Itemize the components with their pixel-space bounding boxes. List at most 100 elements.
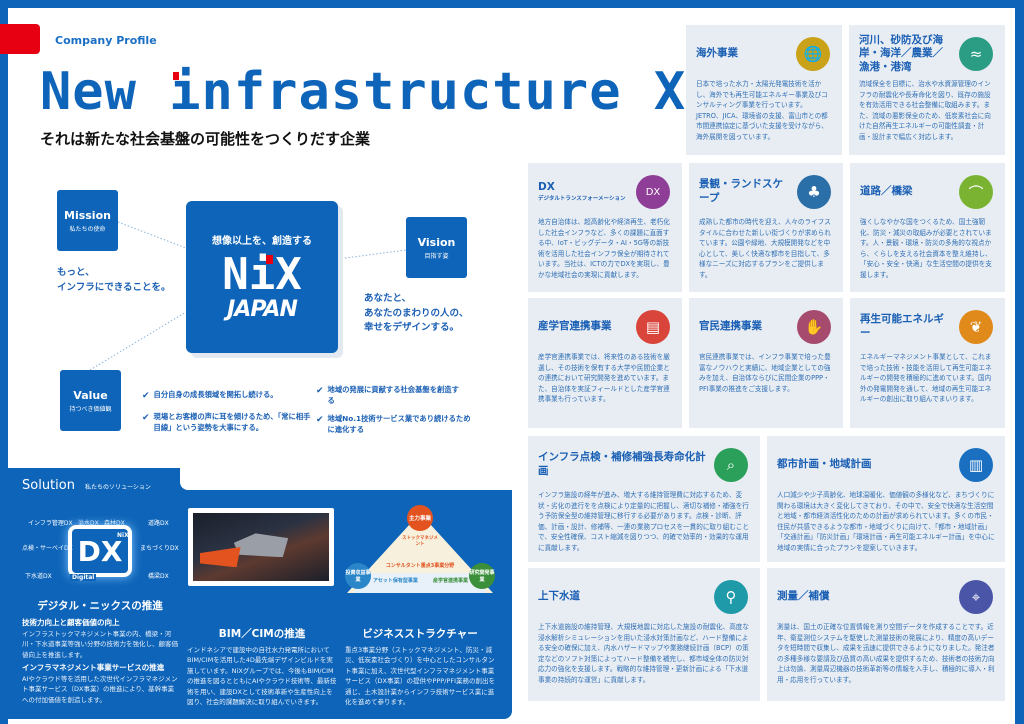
bim-heading: BIM／CIMの推進 — [218, 628, 306, 640]
card-title-text: インフラ点検・補修補強長寿命化計画 — [538, 451, 706, 477]
card-body: 流域保全を目標に、治水や水資源管理のインフラの耐震化や長寿命化を図り、既存の施設… — [859, 80, 991, 141]
pyramid-right-circle: 研究開発事業 — [469, 563, 495, 589]
card-title: 官民連携事業 — [699, 308, 833, 346]
business-card: 官民連携事業 ✋ 官民連携事業では、インフラ事業で培った豊富なノウハウと実績に、… — [689, 298, 843, 428]
card-body: 成熟した都市の時代を迎え、人々のライフスタイルに合わせた新しい街づくりが求められ… — [699, 218, 831, 279]
dx-heading: デジタル・ニックスの推進 — [37, 600, 163, 612]
card-title: 道路／橋梁 — [860, 173, 995, 211]
tree-icon: ♣ — [797, 175, 831, 209]
card-title: 産学官連携事業 — [538, 308, 672, 346]
card-title-text: 河川、砂防及び海岸・海洋／農業／漁港・港湾 — [859, 33, 943, 73]
card-body: エネルギーマネジメント事業として、これまで培った技術・技能を活用して再生可能エネ… — [860, 353, 992, 404]
kicker: Company Profile — [55, 34, 157, 47]
card-title: 景観・ランドスケープ — [699, 173, 833, 211]
mission-line: インフラにできることを。 — [57, 281, 171, 293]
business-card: インフラ点検・補修補強長寿命化計画 ⌕ インフラ施設の経年が進み、増大する維持管… — [528, 436, 760, 562]
mission-line: もっと、 — [57, 267, 95, 278]
business-card: 測量／補償 ⌖ 測量は、国土の正確な位置情報を測り空間データを作成することです。… — [767, 568, 1005, 701]
business-card: 景観・ランドスケープ ♣ 成熟した都市の時代を迎え、人々のライフスタイルに合わせ… — [689, 163, 843, 292]
card-title-text: 再生可能エネルギー — [860, 313, 944, 339]
card-body: 強くしなやかな国をつくるため、国土強靭化、防災・減災の取組みが必要とされています… — [860, 218, 992, 279]
dx-subheading: 技術力向上と顧客価値の向上 — [22, 618, 120, 627]
bim-3d-model-image — [193, 513, 329, 581]
card-title-text: 上下水道 — [538, 590, 580, 603]
river-icon: ≈ — [959, 37, 993, 71]
mission-label: Mission — [64, 208, 111, 222]
red-tab — [0, 24, 40, 54]
business-card: 上下水道 ⚲ 上下水道施設の維持管理、大規模地震に対応した施設の耐震化、高度な浸… — [528, 568, 760, 701]
dx-label: 治水DX — [78, 520, 99, 527]
bim-body: インドネシアで建設中の自社水力発電所においてBIM/CIMを活用した4D最先端デ… — [187, 646, 337, 706]
check-icon: ✔ — [316, 386, 324, 396]
logo-name: NiX — [222, 249, 302, 300]
check-icon: ✔ — [142, 413, 150, 423]
dx-digital-label: Digital — [70, 574, 97, 581]
connector-lines — [89, 221, 407, 371]
business-card: 都市計画・地域計画 ▥ 人口減少や少子高齢化、地球温暖化、価値観の多様化など、ま… — [767, 436, 1005, 562]
value-item: ✔自分自身の成長領域を開拓し続ける。 — [142, 390, 307, 404]
pyramid-bottom-left: アセット保有型事業 — [373, 578, 418, 584]
logo-tagline: 想像以上を、創造する — [212, 236, 312, 247]
frame-top — [0, 0, 1024, 8]
value-text: 地域No.1技術サービス業であり続けるために進化する — [327, 414, 471, 434]
business-card: 道路／橋梁 ⌒ 強くしなやかな国をつくるため、国土強靭化、防災・減災の取組みが必… — [850, 163, 1005, 292]
value-sublabel: 持つべき価値観 — [69, 405, 112, 413]
card-title: 都市計画・地域計画 — [777, 446, 995, 484]
dx-label: 点検・サーベイDX — [22, 545, 73, 552]
value-item: ✔現場とお客様の声に耳を傾けるため、「常に相手目線」という姿勢を大事にする。 — [142, 412, 312, 434]
dx-subheading: インフラマネジメント事業サービスの推進 — [22, 663, 165, 672]
dx-label: 橋梁DX — [148, 573, 169, 580]
card-body: 測量は、国土の正確な位置情報を測り空間データを作成することです。近年、衛星測位シ… — [777, 623, 995, 684]
value-text: 自分自身の成長領域を開拓し続ける。 — [153, 390, 278, 399]
card-body: 上下水道施設の維持管理、大規模地震に対応した施設の耐震化、高度な浸水解析シミュレ… — [538, 623, 749, 684]
check-icon: ✔ — [316, 415, 324, 425]
frame-right — [1015, 8, 1024, 724]
logo-japan: JAPAN — [227, 297, 298, 322]
pyramid-shape — [347, 513, 493, 593]
nix-logo-box: 想像以上を、創造する NiX JAPAN — [186, 201, 338, 353]
business-card: 産学官連携事業 ▤ 産学官連携事業では、将来性のある技術を厳選し、その技術を保有… — [528, 298, 682, 428]
value-text: 現場とお客様の声に耳を傾けるため、「常に相手目線」という姿勢を大事にする。 — [153, 412, 311, 432]
dx-label: 下水道DX — [25, 573, 52, 580]
card-title-text: 道路／橋梁 — [860, 185, 913, 198]
card-title-text: 都市計画・地域計画 — [777, 458, 872, 471]
business-card: 海外事業 🌐 日本で培った水力・太陽光発電技術を活かし、海外でも再生可能エネルギ… — [686, 25, 842, 155]
faucet-icon: ⚲ — [714, 580, 748, 614]
solution-notch — [180, 468, 520, 490]
dx-center: DX — [77, 534, 123, 568]
card-body: 地方自治体は、超高齢化や経済再生、老朽化した社会インフラなど、多くの課題に直面す… — [538, 218, 670, 279]
dx-icon: DX — [636, 175, 670, 209]
inspection-icon: ⌕ — [714, 448, 748, 482]
handshake-icon: ✋ — [797, 310, 831, 344]
dx-label: 道路DX — [148, 520, 169, 527]
title-text: New infrastructure X — [40, 62, 687, 122]
sprout-icon: ❦ — [959, 310, 993, 344]
dx-digital-graphic: DX — [68, 525, 132, 577]
vision-line: 幸せをデザインする。 — [364, 322, 460, 334]
value-item: ✔地域No.1技術サービス業であり続けるために進化する — [316, 414, 471, 436]
dx-label: まちづくりDX — [140, 545, 179, 552]
solution-title: Solution — [22, 478, 75, 493]
pyramid-stock: ストックマネジメント — [402, 536, 438, 547]
dx-label: 森林DX — [104, 520, 125, 527]
dx-label: インフラ管理DX — [28, 520, 73, 527]
business-structure-diagram: 主力事業 投資収益事業 研究開発事業 ストックマネジメント コンサルタント重点3… — [345, 505, 495, 595]
card-title: インフラ点検・補修補強長寿命化計画 — [538, 446, 750, 484]
card-title: 測量／補償 — [777, 578, 995, 616]
card-body: 人口減少や少子高齢化、地球温暖化、価値観の多様化など、まちづくりに関わる環境は大… — [777, 491, 995, 552]
business-card: 再生可能エネルギー ❦ エネルギーマネジメント事業として、これまで培った技術・技… — [850, 298, 1005, 428]
value-text: 地域の発展に貢献する社会基盤を創造する — [327, 385, 459, 405]
card-title-text: 産学官連携事業 — [538, 320, 612, 333]
mission-sublabel: 私たちの使命 — [69, 225, 106, 233]
card-subtitle: デジタルトランスフォーメーション — [538, 196, 626, 203]
academia-icon: ▤ — [636, 310, 670, 344]
globe-icon: 🌐 — [796, 37, 830, 71]
card-title: 河川、砂防及び海岸・海洋／農業／漁港・港湾 — [859, 33, 995, 73]
vision-line: あなたと、 — [364, 293, 412, 304]
bridge-icon: ⌒ — [959, 175, 993, 209]
biz-heading: ビジネスストラクチャー — [362, 628, 478, 640]
